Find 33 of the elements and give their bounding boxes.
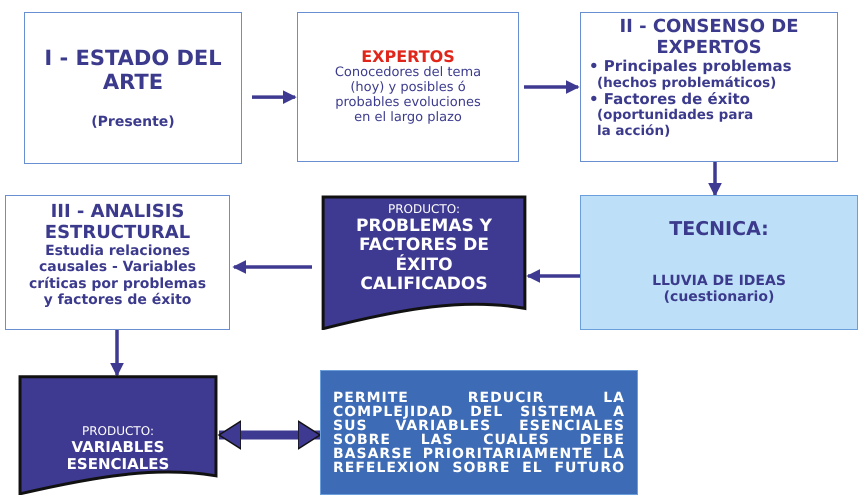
document-shape: [320, 195, 528, 330]
detail-text: (hechos problemáticos): [597, 76, 776, 92]
arrow: [233, 260, 312, 274]
detail-text: (oportunidades para la acción): [597, 108, 754, 140]
note-box: [320, 370, 638, 495]
process-box: [297, 12, 519, 162]
bullet-item: • Factores de éxito: [589, 91, 750, 108]
double-arrow: [218, 420, 321, 450]
product-text: PROBLEMAS Y FACTORES DE ÉXITO CALIFICADOS: [355, 216, 493, 295]
product-text: VARIABLES ESENCIALES: [66, 438, 170, 474]
stage-box: [5, 195, 230, 330]
note-text: (Presente): [91, 114, 175, 130]
arrow: [524, 80, 579, 94]
stage-title: I - ESTADO DEL ARTE: [43, 46, 223, 94]
product-label: PRODUCTO:: [82, 425, 154, 439]
description-text: Conocedores del tema (hoy) y posibles ó probables evoluciones en el largo plazo: [334, 66, 482, 126]
bullet-item: • Principales problemas: [589, 58, 792, 76]
stage-box: [580, 12, 838, 162]
description-text: Estudia relaciones causales - Variables críticas por problemas y factores de éxito: [28, 243, 208, 308]
product-label: PRODUCTO:: [388, 203, 460, 217]
arrow: [527, 269, 580, 283]
note-paragraph: PERMITE REDUCIR LA COMPLEJIDAD DEL SISTEMA A SUS VARIABLES ESENCIALES SOBRE LAS CUALES DEBE BASARSE PRIORITARIAMENTE LA REFELEXION SOBRE EL FUTURO: [333, 390, 625, 474]
document-shape: [17, 375, 219, 495]
arrow: [708, 162, 722, 196]
arrow: [110, 330, 124, 376]
technique-text: LLUVIA DE IDEAS (cuestionario): [651, 273, 787, 306]
arrow: [252, 90, 296, 104]
box-title: TECNICA:: [669, 219, 769, 242]
stage-title: II - CONSENSO DE EXPERTOS: [618, 17, 800, 58]
stage-title: III - ANALISIS ESTRUCTURAL: [44, 202, 192, 244]
technique-box: [580, 195, 858, 330]
box-title: EXPERTOS: [361, 48, 455, 66]
stage-box: [24, 12, 242, 164]
